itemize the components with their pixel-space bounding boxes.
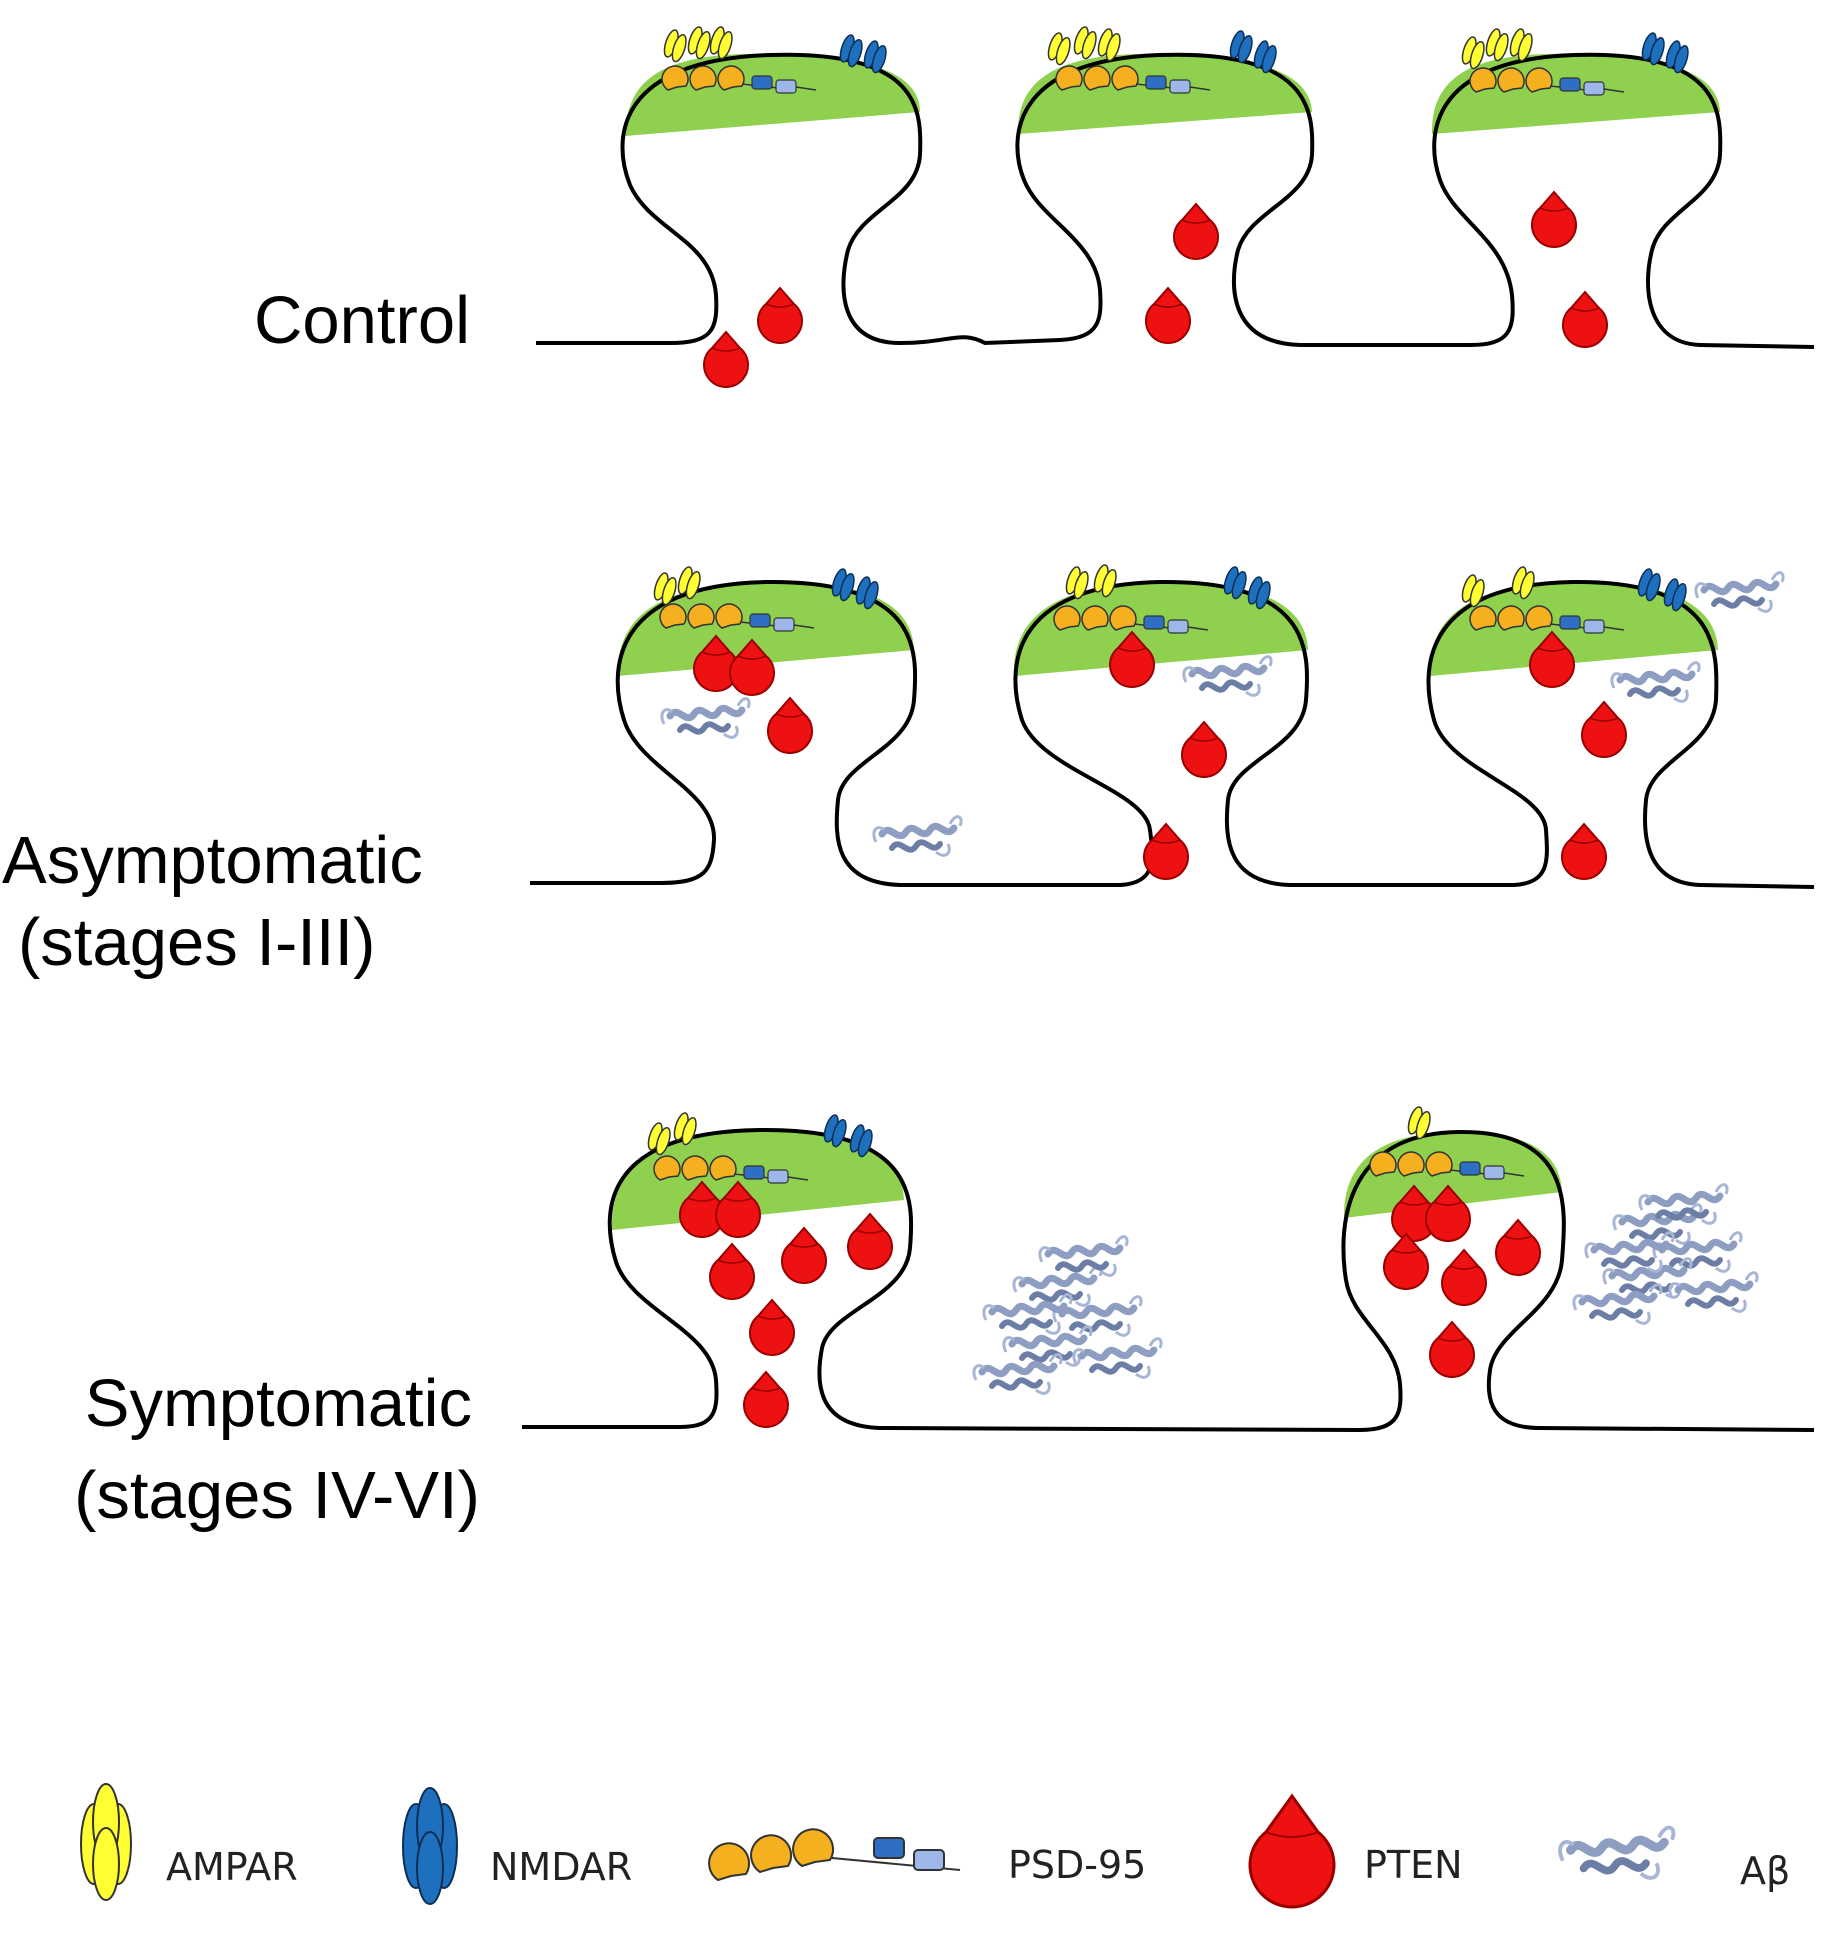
pten-molecule [743, 1371, 789, 1428]
pten-molecule [847, 1213, 893, 1270]
row-asymptomatic: Asymptomatic (stages I-III) [2, 562, 1815, 980]
pten-molecule [1173, 203, 1219, 260]
pten-molecule [1562, 291, 1608, 348]
psd-region [1344, 1132, 1562, 1218]
abeta-aggregate [1574, 1185, 1757, 1324]
abeta-aggregate [974, 1237, 1161, 1394]
ampar-receptor [1044, 30, 1074, 67]
pten-molecule [767, 697, 813, 754]
ampar-receptor [684, 24, 714, 61]
legend-label-psd95: PSD-95 [1008, 1843, 1146, 1887]
legend-label-nmdar: NMDAR [490, 1845, 632, 1889]
row-label-asymptomatic-stages: (stages I-III) [18, 905, 375, 980]
pten-molecule [1495, 1219, 1541, 1276]
pten-molecule [1531, 191, 1577, 248]
abeta-peptide [1696, 573, 1783, 612]
pten-molecule [1581, 701, 1627, 758]
pten-molecule [1181, 721, 1227, 778]
row-label-control: Control [254, 283, 470, 358]
pten-molecule [1383, 1233, 1429, 1290]
pten-molecule [1429, 1321, 1475, 1378]
abeta-peptide [874, 817, 961, 856]
pten-molecule [703, 331, 749, 388]
pten-molecule [749, 1299, 795, 1356]
membrane-outline [530, 579, 1815, 889]
psd-region [618, 582, 914, 676]
ampar-receptor [1482, 26, 1512, 63]
abeta-peptide [662, 699, 749, 738]
pten-molecule [757, 287, 803, 344]
legend-nmdar-icon [402, 1787, 458, 1905]
abeta-peptide [1612, 663, 1699, 702]
pten-molecule [1441, 1249, 1487, 1306]
membrane-outline [522, 1127, 1815, 1433]
legend-ampar-icon [80, 1783, 132, 1901]
ampar-receptor [1070, 24, 1100, 61]
legend-psd95-icon [708, 1828, 961, 1882]
row-label-asymptomatic: Asymptomatic [2, 823, 423, 898]
row-label-symptomatic: Symptomatic [85, 1366, 472, 1441]
legend-abeta-icon [1560, 1828, 1673, 1878]
ampar-receptor [660, 27, 690, 64]
row-label-symptomatic-stages: (stages IV-VI) [74, 1458, 480, 1533]
legend: AMPAR NMDAR PSD-95 PTEN Aβ [80, 1783, 1790, 1909]
legend-pten-icon [1248, 1793, 1336, 1909]
pten-molecule [1561, 823, 1607, 880]
row-control: Control [254, 24, 1815, 388]
pten-molecule [1145, 287, 1191, 344]
legend-label-pten: PTEN [1364, 1843, 1463, 1887]
pten-molecule [709, 1243, 755, 1300]
legend-label-abeta: Aβ [1740, 1849, 1790, 1893]
row-symptomatic: Symptomatic (stages IV-VI) [74, 1104, 1815, 1533]
abeta-peptide [1184, 657, 1271, 696]
pten-molecule [781, 1227, 827, 1284]
legend-label-ampar: AMPAR [166, 1845, 298, 1889]
